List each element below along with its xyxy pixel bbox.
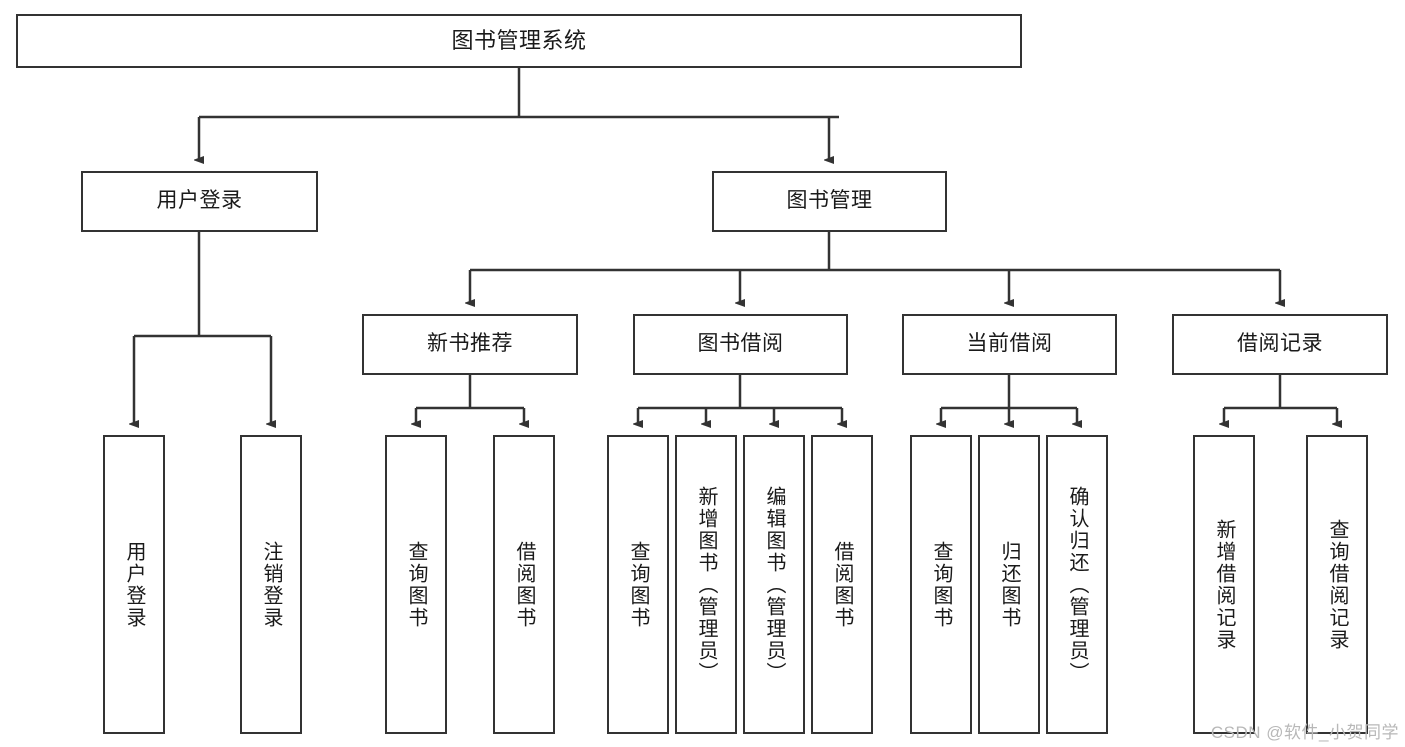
leaf-add-borrow-record[interactable]: 新增借阅记录 — [1193, 435, 1255, 734]
node-label: 用户登录 — [123, 540, 145, 629]
node-label: 用户登录 — [156, 189, 243, 213]
node-label: 当前借阅 — [966, 332, 1053, 356]
leaf-borrow-book[interactable]: 借阅图书 — [811, 435, 873, 734]
node-label: 注销登录 — [260, 540, 282, 629]
node-label: 新增借阅记录 — [1213, 518, 1235, 651]
leaf-confirm-return-admin[interactable]: 确认归还（管理员） — [1046, 435, 1108, 734]
node-label: 借阅记录 — [1237, 332, 1323, 356]
node-label: 图书管理系统 — [451, 28, 587, 54]
node-label: 查询借阅记录 — [1326, 518, 1348, 651]
node-label: 查询图书 — [627, 540, 649, 629]
leaf-borrow-book-recommend[interactable]: 借阅图书 — [493, 435, 555, 734]
leaf-edit-book-admin[interactable]: 编辑图书（管理员） — [743, 435, 805, 734]
node-label: 确认归还（管理员） — [1066, 485, 1088, 684]
node-book-borrow[interactable]: 图书借阅 — [633, 314, 848, 375]
node-label: 归还图书 — [998, 540, 1020, 629]
leaf-query-book-borrow[interactable]: 查询图书 — [607, 435, 669, 734]
leaf-user-logout[interactable]: 注销登录 — [240, 435, 302, 734]
watermark: CSDN @软件_小贺同学 — [1210, 723, 1399, 742]
node-new-book-recommend[interactable]: 新书推荐 — [362, 314, 578, 375]
node-user-login[interactable]: 用户登录 — [81, 171, 318, 232]
node-root-book-management-system[interactable]: 图书管理系统 — [16, 14, 1022, 68]
node-label: 新增图书（管理员） — [695, 485, 717, 684]
node-label: 借阅图书 — [831, 540, 853, 629]
leaf-return-book[interactable]: 归还图书 — [978, 435, 1040, 734]
node-label: 编辑图书（管理员） — [763, 485, 785, 684]
leaf-add-book-admin[interactable]: 新增图书（管理员） — [675, 435, 737, 734]
leaf-query-borrow-record[interactable]: 查询借阅记录 — [1306, 435, 1368, 734]
leaf-query-book-current[interactable]: 查询图书 — [910, 435, 972, 734]
node-label: 图书管理 — [786, 189, 873, 213]
leaf-query-book-recommend[interactable]: 查询图书 — [385, 435, 447, 734]
node-current-borrow[interactable]: 当前借阅 — [902, 314, 1117, 375]
node-label: 新书推荐 — [427, 332, 513, 356]
node-label: 借阅图书 — [513, 540, 535, 629]
node-borrow-records[interactable]: 借阅记录 — [1172, 314, 1388, 375]
node-label: 查询图书 — [405, 540, 427, 629]
node-book-management[interactable]: 图书管理 — [712, 171, 947, 232]
node-label: 查询图书 — [930, 540, 952, 629]
leaf-user-login[interactable]: 用户登录 — [103, 435, 165, 734]
node-label: 图书借阅 — [697, 332, 784, 356]
